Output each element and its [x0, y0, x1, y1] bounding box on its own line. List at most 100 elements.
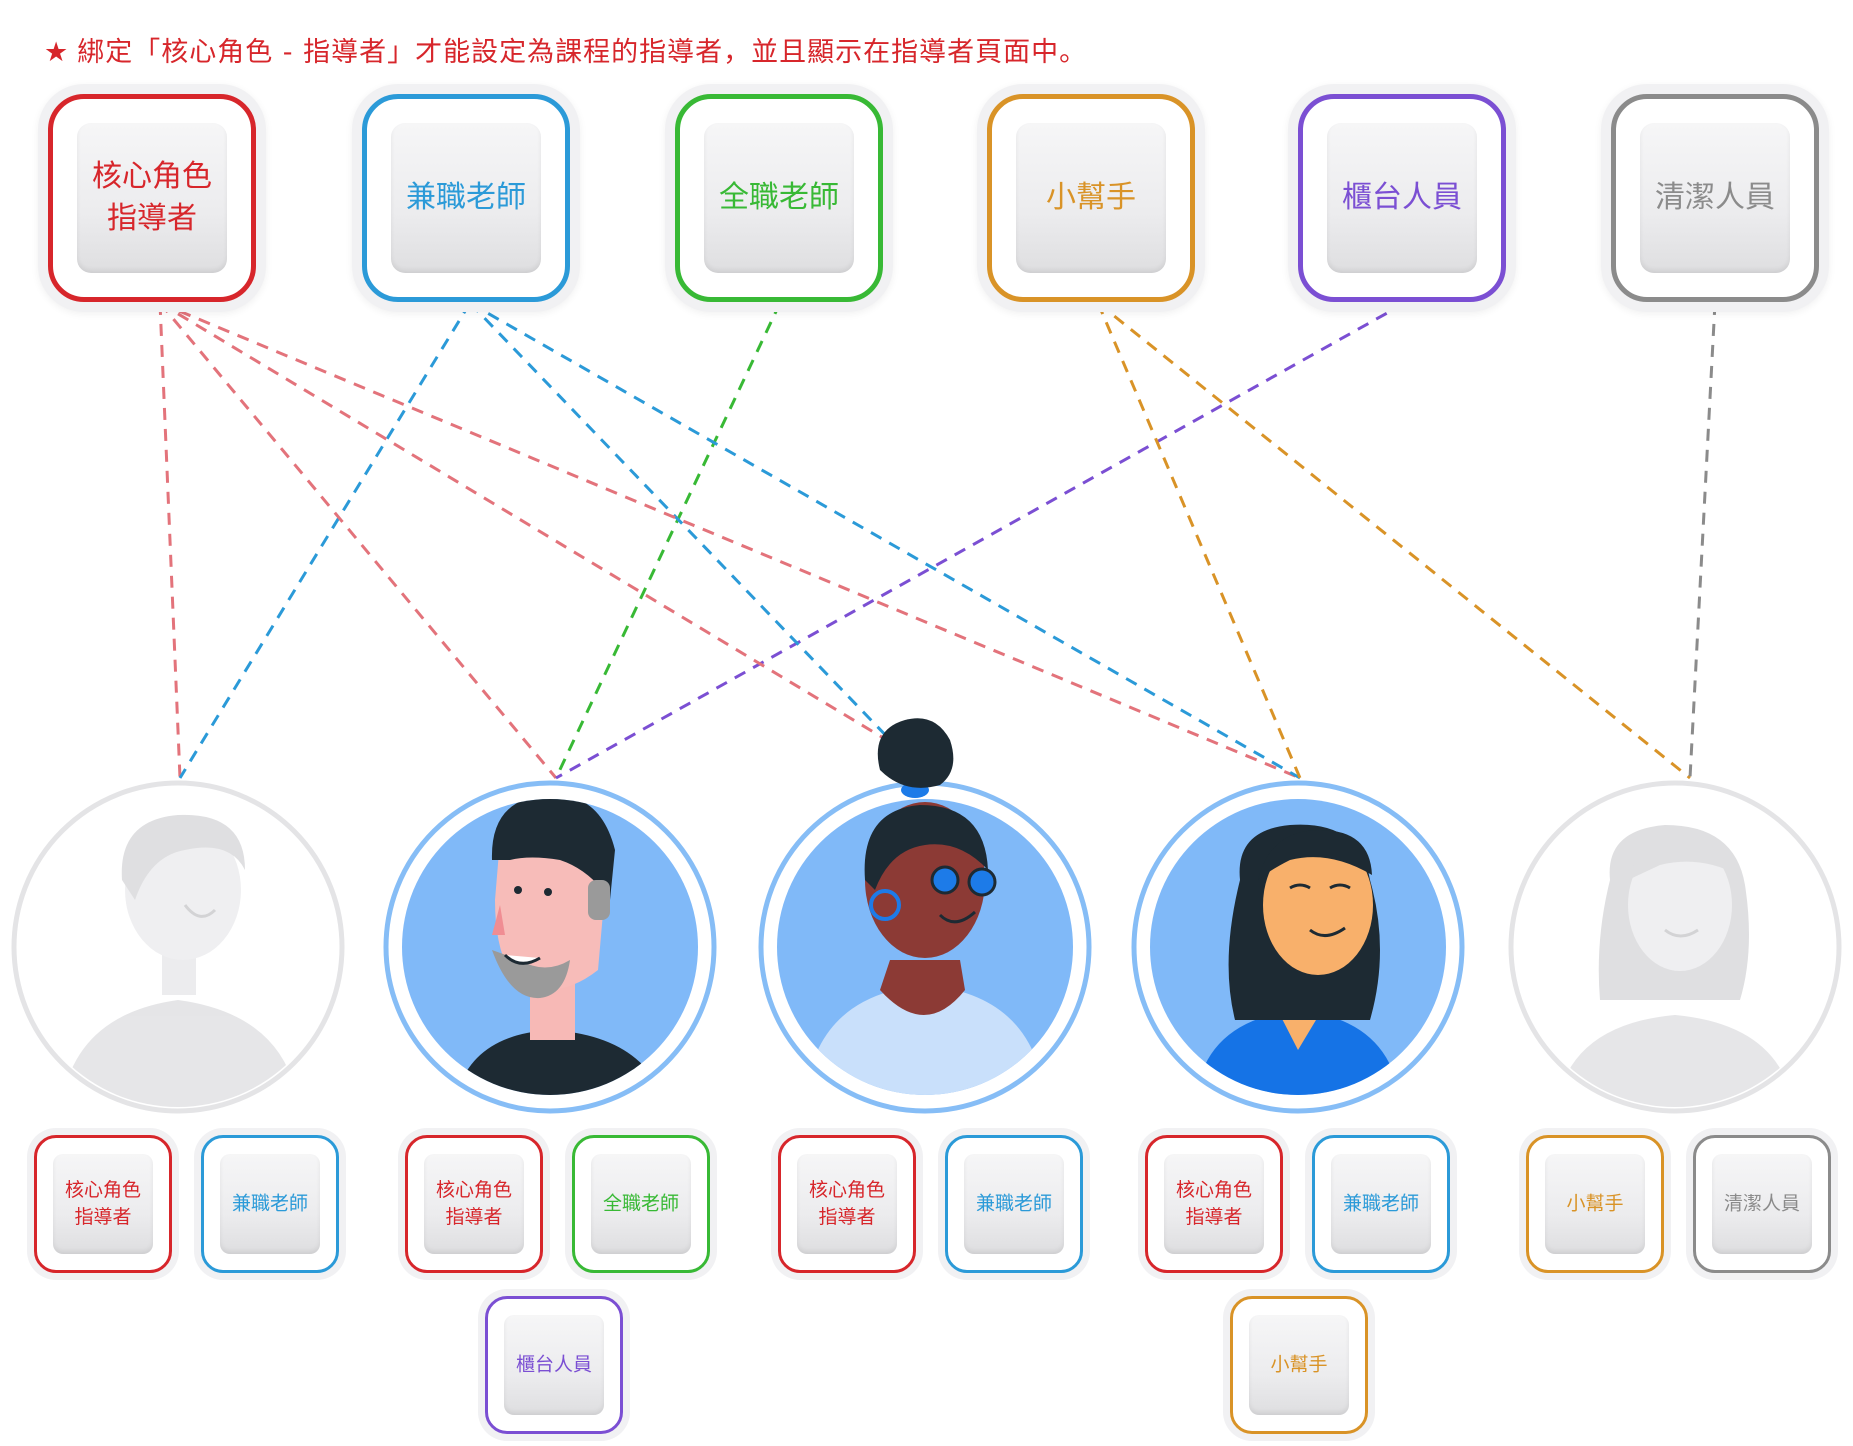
role-card-label: 櫃台人員: [1303, 177, 1501, 219]
person3-badge-parttime[interactable]: 兼職老師: [945, 1135, 1083, 1273]
note-text: 綁定「核心角色 - 指導者」才能設定為課程的指導者，並且顯示在指導者頁面中。: [77, 37, 1088, 68]
role-card-label: 核心角色指導者: [53, 156, 251, 240]
badge-label-line: 指導者: [74, 1206, 132, 1228]
badge-face: [1163, 1153, 1265, 1255]
role-card-face: [703, 122, 855, 274]
role-label-line: 清潔人員: [1655, 180, 1775, 215]
link-person5-helper: [1097, 301, 1691, 780]
role-label-line: 小幫手: [1046, 180, 1136, 215]
badge-label-line: 核心角色: [808, 1179, 885, 1201]
badge-label-line: 核心角色: [64, 1179, 141, 1201]
avatars: [11, 718, 1842, 1115]
badge-label: 櫃台人員: [488, 1352, 620, 1379]
person1-badge-core[interactable]: 核心角色指導者: [34, 1135, 172, 1273]
badge-face: [219, 1153, 321, 1255]
badge-label: 核心角色指導者: [408, 1177, 540, 1231]
role-label-line: 櫃台人員: [1342, 180, 1462, 215]
person5-avatar[interactable]: [1508, 780, 1842, 1115]
badge-label: 兼職老師: [204, 1191, 336, 1218]
person2-badge-core[interactable]: 核心角色指導者: [405, 1135, 543, 1273]
binding-note: ★綁定「核心角色 - 指導者」才能設定為課程的指導者，並且顯示在指導者頁面中。: [44, 30, 1087, 69]
person4-badge-core[interactable]: 核心角色指導者: [1145, 1135, 1283, 1273]
badge-label-line: 核心角色: [435, 1179, 512, 1201]
role-card-fulltime[interactable]: 全職老師: [675, 94, 883, 302]
link-person3-core: [159, 301, 896, 747]
role-label-line: 兼職老師: [406, 180, 526, 215]
badge-label-line: 兼職老師: [1342, 1192, 1419, 1215]
badge-face: [503, 1314, 605, 1416]
badge-face: [1544, 1153, 1646, 1255]
role-card-label: 兼職老師: [367, 177, 565, 219]
badge-label: 小幫手: [1233, 1352, 1365, 1379]
person1-avatar[interactable]: [11, 780, 345, 1115]
badge-label: 全職老師: [575, 1191, 707, 1218]
link-person3-parttime: [468, 301, 897, 747]
badge-label: 核心角色指導者: [781, 1177, 913, 1231]
role-card-label: 清潔人員: [1616, 177, 1814, 219]
role-label-line: 全職老師: [719, 180, 839, 215]
badge-face: [1711, 1153, 1813, 1255]
role-card-face: [1639, 122, 1791, 274]
role-card-face: [390, 122, 542, 274]
link-person1-parttime: [178, 302, 472, 779]
role-card-counter[interactable]: 櫃台人員: [1298, 94, 1506, 302]
person5-badge-helper[interactable]: 小幫手: [1526, 1135, 1664, 1273]
person2-badge-counter[interactable]: 櫃台人員: [485, 1296, 623, 1434]
badge-face: [796, 1153, 898, 1255]
link-person1-core: [158, 302, 182, 779]
person3-avatar[interactable]: [758, 718, 1092, 1114]
link-person4-parttime: [469, 301, 1301, 780]
link-person4-core: [159, 301, 1301, 780]
star-icon: ★: [44, 37, 70, 68]
badge-label-line: 核心角色: [1175, 1179, 1252, 1201]
person2-badge-fulltime[interactable]: 全職老師: [572, 1135, 710, 1273]
link-person5-cleaner: [1688, 302, 1717, 779]
badge-face: [423, 1153, 525, 1255]
badge-label: 小幫手: [1529, 1191, 1661, 1218]
badge-label: 清潔人員: [1696, 1191, 1828, 1218]
badge-label-line: 小幫手: [1566, 1192, 1624, 1215]
role-card-parttime[interactable]: 兼職老師: [362, 94, 570, 302]
person5-badge-cleaner[interactable]: 清潔人員: [1693, 1135, 1831, 1273]
role-card-face: [1326, 122, 1478, 274]
person3-badge-core[interactable]: 核心角色指導者: [778, 1135, 916, 1273]
badge-label-line: 櫃台人員: [515, 1353, 592, 1376]
link-person2-counter: [555, 301, 1406, 780]
badge-face: [590, 1153, 692, 1255]
badge-face: [1330, 1153, 1432, 1255]
role-card-cleaner[interactable]: 清潔人員: [1611, 94, 1819, 302]
badge-label-line: 指導者: [445, 1206, 503, 1228]
person4-badge-helper[interactable]: 小幫手: [1230, 1296, 1368, 1434]
role-label-line: 核心角色: [92, 159, 212, 194]
person4-badge-parttime[interactable]: 兼職老師: [1312, 1135, 1450, 1273]
badge-label-line: 全職老師: [602, 1192, 679, 1215]
role-card-core[interactable]: 核心角色指導者: [48, 94, 256, 302]
link-person4-helper: [1096, 302, 1302, 779]
badge-label-line: 兼職老師: [231, 1192, 308, 1215]
badge-label-line: 指導者: [1185, 1206, 1243, 1228]
badge-face: [52, 1153, 154, 1255]
badge-label: 兼職老師: [948, 1191, 1080, 1218]
role-card-label: 全職老師: [680, 177, 878, 219]
person1-badge-parttime[interactable]: 兼職老師: [201, 1135, 339, 1273]
role-card-face: [76, 122, 228, 274]
badge-label-line: 兼職老師: [975, 1192, 1052, 1215]
role-card-label: 小幫手: [992, 177, 1190, 219]
badge-face: [1248, 1314, 1350, 1416]
badge-label-line: 指導者: [818, 1206, 876, 1228]
role-links: [158, 301, 1717, 780]
badge-label-line: 小幫手: [1270, 1353, 1328, 1376]
badge-label: 核心角色指導者: [37, 1177, 169, 1231]
person2-avatar[interactable]: [383, 780, 717, 1114]
link-person2-core: [158, 302, 558, 779]
role-card-helper[interactable]: 小幫手: [987, 94, 1195, 302]
person4-avatar[interactable]: [1131, 780, 1465, 1114]
badge-label: 核心角色指導者: [1148, 1177, 1280, 1231]
role-card-face: [1015, 122, 1167, 274]
badge-label-line: 清潔人員: [1723, 1192, 1800, 1215]
badge-face: [963, 1153, 1065, 1255]
badge-label: 兼職老師: [1315, 1191, 1447, 1218]
role-label-line: 指導者: [107, 201, 197, 236]
link-person2-fulltime: [554, 302, 782, 779]
